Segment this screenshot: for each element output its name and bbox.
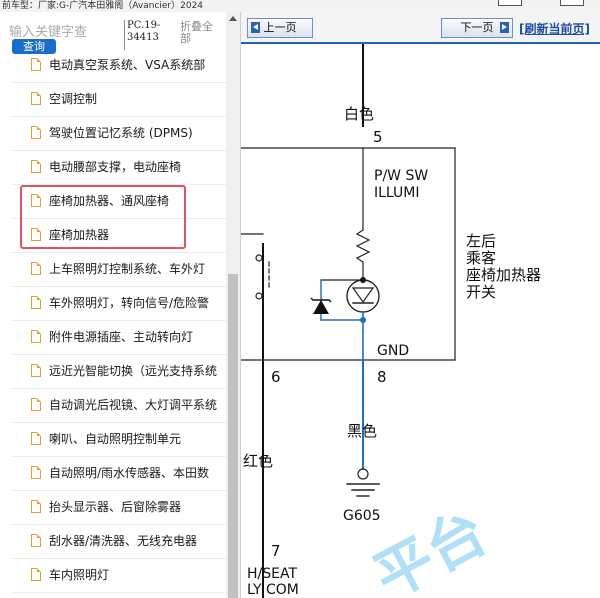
top-title-bar: 前车型：厂家:G-广汽本田雅阁（Avancier）2024 xyxy=(0,0,600,12)
search-area: 查询 PC.19-34413 折叠全部 xyxy=(0,12,226,56)
connector-text-line2: LY COM xyxy=(247,582,299,598)
list-item[interactable]: 抬头显示器、后窗除雾器 xyxy=(12,491,226,525)
wire-color-red-label: 红色 xyxy=(243,452,273,470)
prev-page-button[interactable]: 上一页 xyxy=(247,18,313,38)
document-icon xyxy=(31,500,41,513)
document-icon xyxy=(31,330,41,343)
next-page-button[interactable]: 下一页 xyxy=(441,18,513,38)
list-item-label: 座椅加热器、通风座椅 xyxy=(49,194,170,208)
list-item[interactable]: 附件电源插座、主动转向灯 xyxy=(12,321,226,355)
page-nav-bar: 上一页 下一页 [刷新当前页] xyxy=(241,12,600,44)
list-item-label: 车外照明灯，转向信号/危险警 xyxy=(49,296,210,310)
pin-number-6: 6 xyxy=(271,368,281,386)
list-item-label: 车内照明灯 xyxy=(49,568,110,582)
arrow-right-icon xyxy=(500,22,509,33)
junction-dot xyxy=(360,277,366,283)
wiring-diagram: 白色 5 P/W SW ILLUMI 左后 乘客 座椅加热器 开关 GND 6 … xyxy=(241,44,541,598)
list-item-label: 抬头显示器、后窗除雾器 xyxy=(49,500,182,514)
list-item-label: 空调控制 xyxy=(49,92,98,106)
list-item[interactable]: 空调控制 xyxy=(12,83,226,117)
document-icon xyxy=(31,262,41,275)
list-item[interactable]: 驾驶位置记忆系统 (DPMS) xyxy=(12,117,226,151)
list-item-label: 附件电源插座、主动转向灯 xyxy=(49,330,194,344)
list-item-label: 电动真空泵系统、VSA系统部 xyxy=(49,58,206,72)
search-input[interactable] xyxy=(9,22,117,42)
list-item[interactable]: 喇叭、自动照明控制单元 xyxy=(12,423,226,457)
zener-diode-symbol xyxy=(313,300,329,314)
list-item[interactable]: 自动照明/雨水传感器、本田数 xyxy=(12,457,226,491)
junction-dot xyxy=(360,317,366,323)
document-icon xyxy=(31,160,41,173)
switch-label-line2: ILLUMI xyxy=(374,185,420,201)
prev-page-label: 上一页 xyxy=(263,21,297,34)
list-item[interactable]: 刮水器/清洗器、无线充电器 xyxy=(12,525,226,559)
wire-color-white-label: 白色 xyxy=(344,105,374,123)
document-icon xyxy=(31,296,41,309)
pc-code: PC.19-34413 xyxy=(124,20,171,50)
watermark: 平台 xyxy=(363,497,497,598)
switch-label-line1: P/W SW xyxy=(374,168,428,184)
list-item-label: 自动调光后视镜、大灯调平系统 xyxy=(49,398,218,412)
scroll-thumb[interactable] xyxy=(228,274,238,598)
vehicle-model-text: 前车型：厂家:G-广汽本田雅阁（Avancier）2024 xyxy=(2,1,204,11)
next-page-label: 下一页 xyxy=(460,21,494,34)
document-icon xyxy=(31,432,41,445)
document-viewer: 上一页 下一页 [刷新当前页] xyxy=(241,12,600,598)
list-item[interactable]: 车内照明灯 xyxy=(12,559,226,593)
list-item-label: 电动腰部支撑，电动座椅 xyxy=(49,160,182,174)
refresh-page-link[interactable]: [刷新当前页] xyxy=(519,22,590,36)
ground-point-label: G605 xyxy=(343,508,381,524)
component-name-line1: 左后 xyxy=(466,232,496,250)
document-icon xyxy=(31,364,41,377)
gnd-label: GND xyxy=(377,343,409,359)
window-control-button[interactable] xyxy=(498,0,522,6)
window-control-button[interactable] xyxy=(560,0,584,6)
component-name-line4: 开关 xyxy=(466,283,496,301)
sidebar: 查询 PC.19-34413 折叠全部 电动真空泵系统、VSA系统部 空调控制 … xyxy=(0,12,241,598)
list-item[interactable]: 电动腰部支撑，电动座椅 xyxy=(12,151,226,185)
list-item-label: 上车照明灯控制系统、车外灯 xyxy=(49,262,206,276)
list-item-label: 座椅加热器 xyxy=(49,228,110,242)
document-icon xyxy=(31,194,41,207)
document-icon xyxy=(31,92,41,105)
list-item-label: 刮水器/清洗器、无线充电器 xyxy=(49,534,198,548)
list-item-label: 喇叭、自动照明控制单元 xyxy=(49,432,182,446)
resistor-symbol xyxy=(355,229,371,263)
list-item[interactable]: 电动真空泵系统、VSA系统部 xyxy=(12,49,226,83)
switch-contact xyxy=(255,292,263,300)
list-item-label: 自动照明/雨水传感器、本田数 xyxy=(49,466,210,480)
list-item[interactable]: 上车照明灯控制系统、车外灯 xyxy=(12,253,226,287)
switch-contact xyxy=(255,254,263,262)
wire-color-black-label: 黑色 xyxy=(347,422,377,440)
document-icon xyxy=(31,466,41,479)
list-item-selected[interactable]: 座椅加热器 xyxy=(12,219,226,253)
scroll-up-arrow-icon[interactable] xyxy=(229,16,237,21)
collapse-all-button[interactable]: 折叠全部 xyxy=(180,20,213,45)
list-item[interactable]: 座椅加热器、通风座椅 xyxy=(12,185,226,219)
query-button[interactable]: 查询 xyxy=(12,39,56,54)
sidebar-scrollbar[interactable] xyxy=(226,12,240,598)
arrow-left-icon xyxy=(251,22,260,33)
document-icon xyxy=(31,58,41,71)
pin-number-7: 7 xyxy=(271,542,281,560)
list-item[interactable]: 车外照明灯，转向信号/危险警 xyxy=(12,287,226,321)
list-item-label: 远近光智能切换（远光支持系统 xyxy=(49,364,218,378)
pin-number-8: 8 xyxy=(377,368,387,386)
zener-bar xyxy=(310,297,332,303)
pin-number-5: 5 xyxy=(373,128,383,146)
list-item[interactable]: 自动调光后视镜、大灯调平系统 xyxy=(12,389,226,423)
document-icon xyxy=(31,534,41,547)
document-icon xyxy=(31,228,41,241)
list-item-label: 驾驶位置记忆系统 (DPMS) xyxy=(49,126,193,140)
document-icon xyxy=(31,568,41,581)
component-name-line3: 座椅加热器 xyxy=(466,266,541,284)
component-name-line2: 乘客 xyxy=(466,249,496,267)
ground-terminal xyxy=(357,468,369,480)
document-icon xyxy=(31,126,41,139)
list-item[interactable]: 远近光智能切换（远光支持系统 xyxy=(12,355,226,389)
connector-text-line1: H/SEAT xyxy=(247,566,297,582)
diode-symbol xyxy=(351,287,375,304)
document-icon xyxy=(31,398,41,411)
